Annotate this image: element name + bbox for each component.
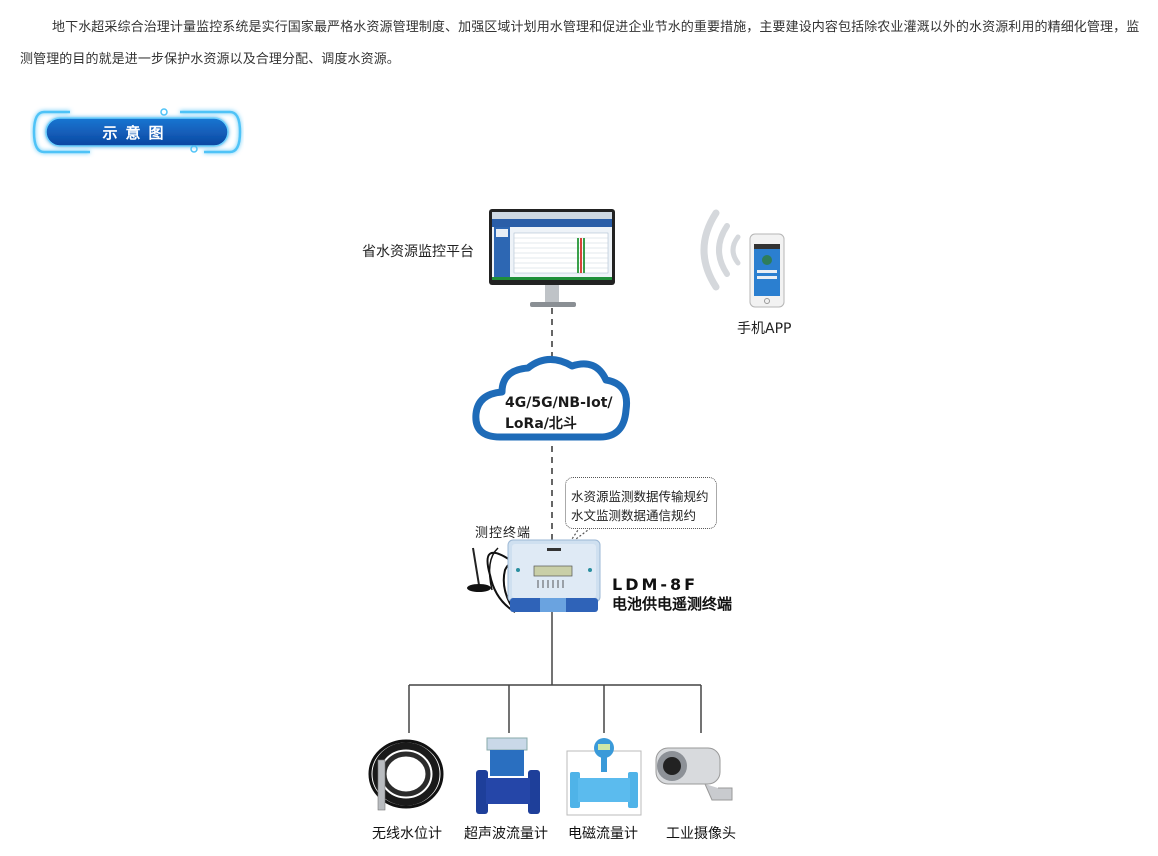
telemetry-terminal-icon [507,539,601,612]
device-description: 电池供电遥测终端 [612,595,733,613]
protocol-bubble [565,477,717,529]
platform-label: 省水资源监控平台 [362,244,474,260]
electromagnetic-flowmeter-icon [566,738,642,816]
cloud-network-icon [472,356,631,441]
section-title-badge: 示意图 [30,106,244,158]
sensor-label-electromagnetic: 电磁流量计 [568,826,638,842]
protocol-item: 水资源监测数据传输规约 [571,489,709,504]
industrial-camera-icon [655,747,733,801]
protocol-item: 水文监测数据通信规约 [571,508,697,523]
mobile-app-label: 手机APP [737,321,792,337]
smartphone-icon [749,233,785,308]
sensor-label-camera: 工业摄像头 [666,826,736,842]
network-label-line2: LoRa/北斗 [505,416,577,432]
network-label-line1: 4G/5G/NB-Iot/ [505,395,613,411]
sensor-label-water-level: 无线水位计 [372,826,442,842]
monitor-icon [489,209,615,307]
badge-frame-icon [32,108,242,154]
water-level-cable-icon [368,739,444,811]
ultrasonic-flowmeter-icon [476,737,540,814]
terminal-label: 测控终端 [475,526,532,541]
device-model: LDM-8F [612,575,699,594]
sensor-connection-tree [408,612,702,733]
sensor-label-ultrasonic: 超声波流量计 [464,826,548,842]
intro-paragraph: 地下水超采综合治理计量监控系统是实行国家最严格水资源管理制度、加强区域计划用水管… [20,20,1140,67]
wifi-signal-icon [700,209,741,291]
section-title: 示意图 [102,123,172,142]
